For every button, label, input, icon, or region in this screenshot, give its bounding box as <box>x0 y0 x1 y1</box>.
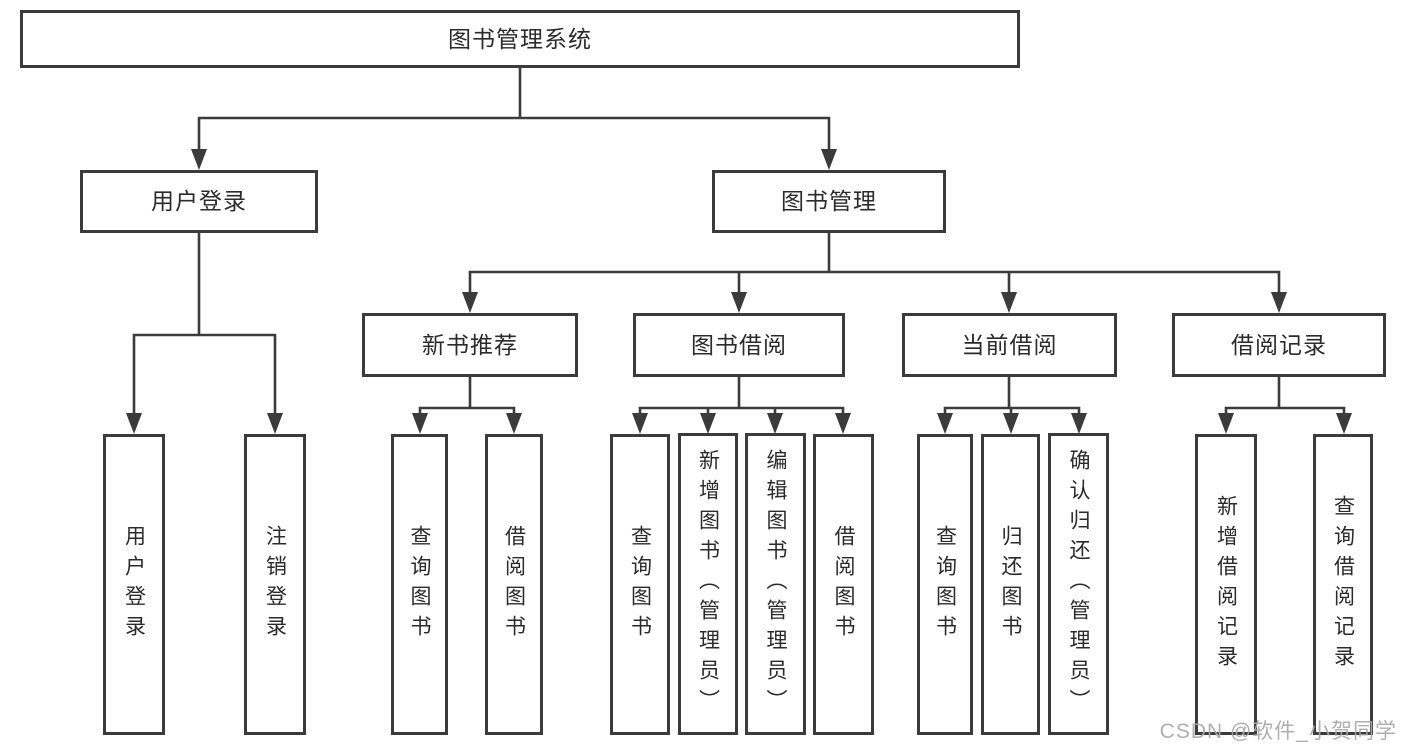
node-query-books-newbooks: 查询图书 <box>391 434 448 735</box>
node-book-borrowing: 图书借阅 <box>633 313 845 377</box>
node-current-borrowing: 当前借阅 <box>902 313 1117 377</box>
node-label: 编辑图书（管理员） <box>764 449 788 719</box>
node-label: 借阅记录 <box>1231 331 1327 358</box>
node-confirm-return-admin: 确认归还（管理员） <box>1048 433 1109 735</box>
node-logout: 注销登录 <box>244 434 306 735</box>
connector-user-login-children <box>132 233 277 416</box>
node-label: 借阅图书 <box>832 524 856 645</box>
node-label: 图书管理系统 <box>448 25 592 52</box>
node-label: 注销登录 <box>263 524 287 645</box>
node-query-books-current: 查询图书 <box>917 434 973 735</box>
arrowhead <box>632 413 648 434</box>
node-label: 新增图书（管理员） <box>696 449 720 719</box>
arrowhead <box>1271 292 1287 313</box>
node-label: 查询图书 <box>933 524 957 645</box>
arrowhead <box>1003 413 1019 434</box>
arrowhead <box>1336 413 1352 434</box>
node-query-books-borrowing: 查询图书 <box>610 434 670 735</box>
node-book-management: 图书管理 <box>712 170 946 233</box>
node-label: 查询图书 <box>628 524 652 645</box>
node-label: 新增借阅记录 <box>1214 494 1238 675</box>
node-label: 查询借阅记录 <box>1331 494 1355 675</box>
node-add-borrow-record: 新增借阅记录 <box>1195 434 1257 735</box>
connector-lines <box>132 68 1346 416</box>
node-label: 确认归还（管理员） <box>1067 449 1091 719</box>
connector-borrow-records-children <box>1224 377 1346 416</box>
arrowhead <box>1001 292 1017 313</box>
arrowhead <box>412 413 428 434</box>
node-label: 图书管理 <box>781 188 877 214</box>
csdn-watermark: CSDN @软件_小贺同学 <box>1159 720 1397 743</box>
node-query-borrow-record: 查询借阅记录 <box>1313 434 1373 735</box>
connector-root-to-level2 <box>197 68 831 152</box>
arrowhead <box>1071 413 1087 434</box>
connector-new-books-children <box>418 377 516 416</box>
arrowhead <box>767 413 783 434</box>
connector-current-borrow-children <box>943 377 1081 416</box>
arrowheads <box>126 149 1352 434</box>
arrowhead <box>821 149 837 170</box>
node-return-books: 归还图书 <box>981 434 1040 735</box>
arrowhead <box>731 292 747 313</box>
arrowhead <box>835 413 851 434</box>
arrowhead <box>1218 413 1234 434</box>
node-user-login-leaf: 用户登录 <box>103 434 165 735</box>
node-edit-books-admin: 编辑图书（管理员） <box>745 433 806 735</box>
node-borrow-books-borrowing: 借阅图书 <box>813 434 874 735</box>
node-label: 归还图书 <box>999 524 1023 645</box>
node-label: 图书借阅 <box>691 331 787 358</box>
node-add-books-admin: 新增图书（管理员） <box>678 433 738 735</box>
node-user-login: 用户登录 <box>80 170 318 233</box>
node-label: 用户登录 <box>151 188 247 214</box>
node-new-book-recommendation: 新书推荐 <box>362 313 578 377</box>
node-label: 用户登录 <box>122 524 146 645</box>
node-borrowing-records: 借阅记录 <box>1172 313 1386 377</box>
arrowhead <box>462 292 478 313</box>
node-library-management-system: 图书管理系统 <box>20 10 1020 68</box>
node-label: 查询图书 <box>408 524 432 645</box>
arrowhead <box>267 413 283 434</box>
arrowhead <box>506 413 522 434</box>
arrowhead <box>937 413 953 434</box>
node-label: 新书推荐 <box>422 331 518 358</box>
node-borrow-books-newbooks: 借阅图书 <box>485 434 543 735</box>
arrowhead <box>700 413 716 434</box>
connector-book-mgmt-children <box>468 233 1281 296</box>
node-label: 借阅图书 <box>502 524 526 645</box>
node-label: 当前借阅 <box>961 331 1058 358</box>
arrowhead <box>126 413 142 434</box>
connector-book-borrow-children <box>638 377 845 416</box>
arrowhead <box>191 149 207 170</box>
